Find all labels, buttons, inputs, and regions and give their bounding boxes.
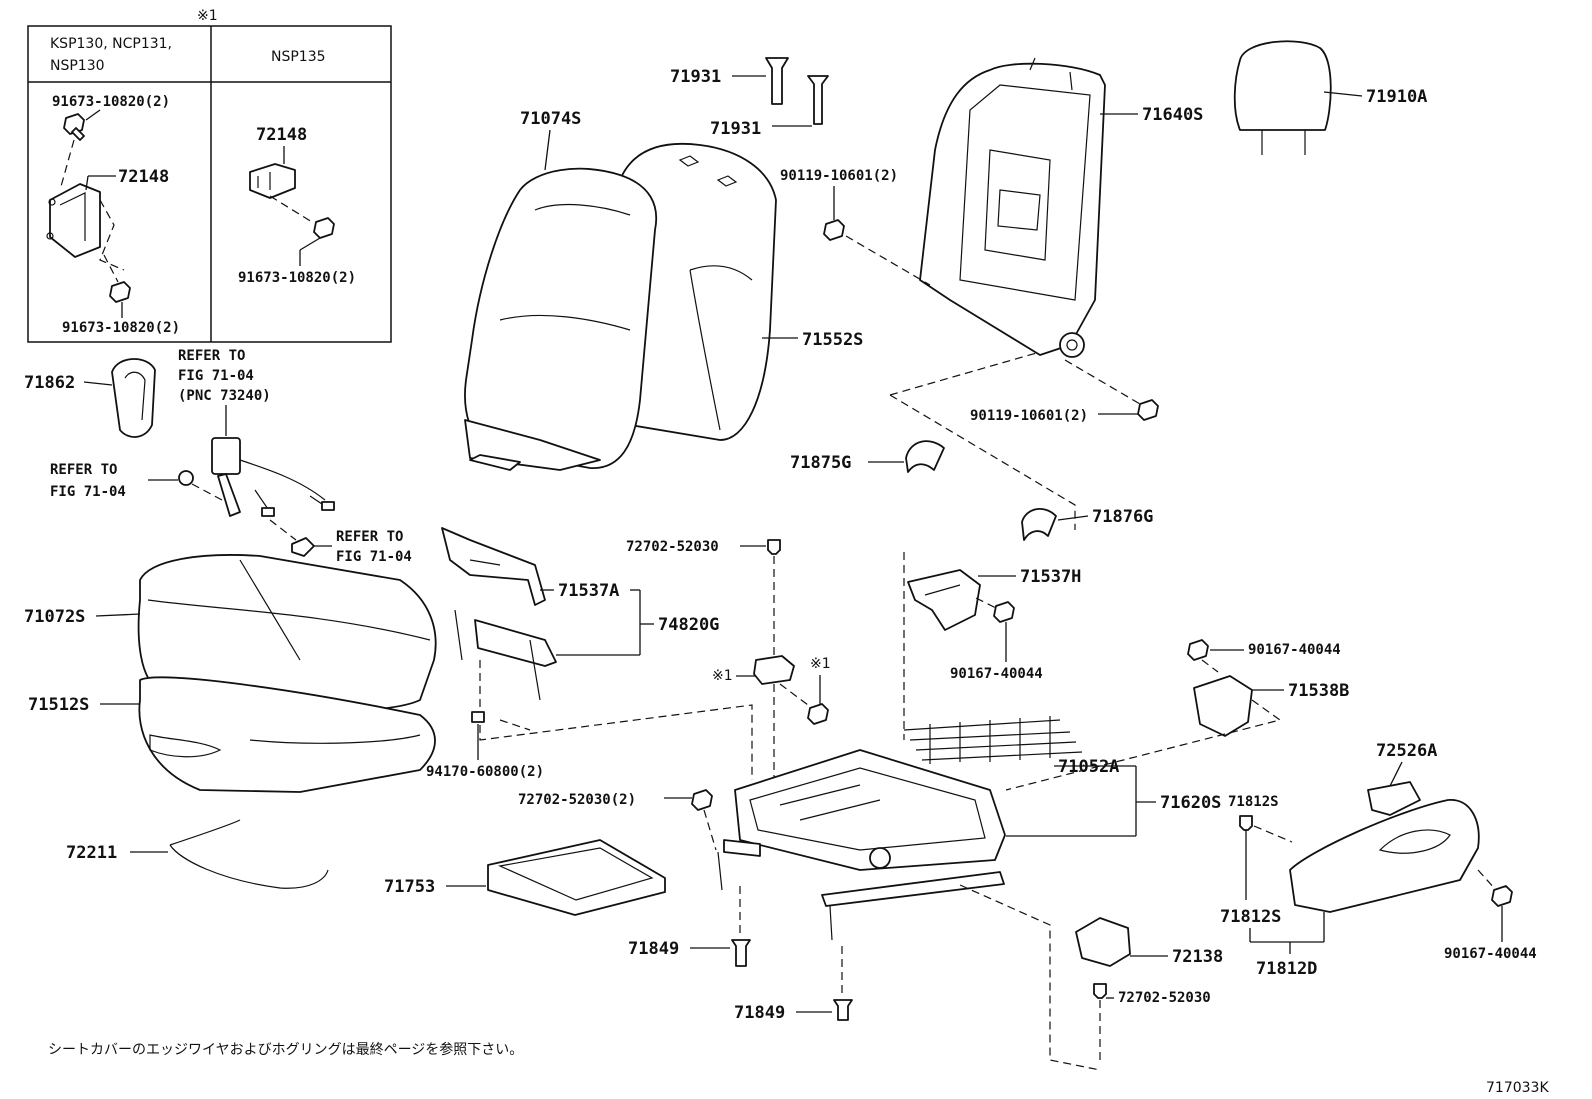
label-71862: 71862 — [24, 373, 75, 393]
label-90167-right-top: 90167-40044 — [1248, 642, 1341, 658]
label-71812D: 71812D — [1256, 959, 1317, 979]
grommet-icon — [178, 470, 194, 486]
bolt-icon — [1491, 885, 1513, 907]
bolt-icon — [1187, 639, 1209, 661]
seatback-cover — [464, 167, 658, 471]
seat-frame-track — [717, 749, 1006, 941]
inset-col1-header-line2: NSP130 — [50, 58, 105, 74]
label-72148-inset2: 72148 — [256, 125, 307, 145]
footer-note: シートカバーのエッジワイヤおよびホグリングは最終ページを参照下さい。 — [48, 1041, 523, 1058]
seatback-frame — [919, 57, 1106, 358]
seat-bracket-icon — [753, 655, 795, 685]
seat-bracket-icon — [46, 183, 101, 258]
label-71849-left: 71849 — [628, 939, 679, 959]
label-72211: 72211 — [66, 843, 117, 863]
label-72526A: 72526A — [1376, 741, 1437, 761]
label-71537H: 71537H — [1020, 567, 1081, 587]
label-71910A: 71910A — [1366, 87, 1427, 107]
label-72148-inset1: 72148 — [118, 167, 169, 187]
hinge-cover-icon — [905, 440, 1057, 541]
seat-bracket-icon — [249, 163, 296, 199]
label-71074S: 71074S — [520, 109, 581, 129]
label-71849-bottom: 71849 — [734, 1003, 785, 1023]
label-74820G: 74820G — [658, 615, 719, 635]
cover-bracket-icon — [454, 609, 557, 701]
figure-code: 717033K — [1486, 1080, 1549, 1096]
label-72702-top: 72702-52030 — [626, 539, 719, 555]
bolt-icon — [1093, 983, 1107, 999]
label-71875G: 71875G — [790, 453, 851, 473]
label-90167-mid: 90167-40044 — [950, 666, 1043, 682]
inset-col1-header-line1: KSP130, NCP131, — [50, 36, 172, 52]
trim-cover-icon — [111, 358, 156, 438]
side-panel-icon — [907, 569, 981, 631]
label-72702-pair: 72702-52030(2) — [518, 792, 636, 808]
bolt-icon — [767, 539, 781, 555]
star-marker-left: ※1 — [712, 668, 733, 684]
label-71620S: 71620S — [1160, 793, 1221, 813]
label-71753: 71753 — [384, 877, 435, 897]
inset-col2-header: NSP135 — [271, 49, 326, 65]
label-90119-top: 90119-10601(2) — [780, 168, 898, 184]
label-71931-bottom: 71931 — [710, 119, 761, 139]
label-90167-right: 90167-40044 — [1444, 946, 1537, 962]
label-91673-inset1-top: 91673-10820(2) — [52, 94, 170, 110]
label-94170: 94170-60800(2) — [426, 764, 544, 780]
label-71812S-top: 71812S — [1228, 794, 1279, 810]
seat-side-shield — [1289, 799, 1480, 913]
side-panel-icon — [1193, 675, 1253, 737]
seat-cushion-pad — [138, 676, 436, 793]
label-71552S: 71552S — [802, 330, 863, 350]
seatbelt-buckle-icon — [211, 437, 335, 517]
side-panel-icon — [441, 527, 546, 606]
trim-cover-icon — [1367, 781, 1421, 816]
label-90119-bottom: 90119-10601(2) — [970, 408, 1088, 424]
label-91673-inset1-bottom: 91673-10820(2) — [62, 320, 180, 336]
seat-cushion-cover — [137, 554, 437, 713]
ref-fig-line1: REFER TO — [178, 348, 245, 364]
inset-marker: ※1 — [197, 8, 218, 24]
ref-fig3-line1: REFER TO — [336, 529, 403, 545]
label-71052A: 71052A — [1058, 757, 1119, 777]
inset-table: ※1 KSP130, NCP131, NSP130 NSP135 91673-1… — [27, 8, 392, 343]
label-71512S: 71512S — [28, 695, 89, 715]
clip-icon — [471, 711, 485, 723]
storage-tray — [487, 839, 666, 916]
label-71931-top: 71931 — [670, 67, 721, 87]
pin-icon — [731, 939, 853, 1021]
bolt-icon — [109, 281, 131, 303]
bolt-icon — [691, 789, 713, 811]
bolt-icon — [807, 703, 829, 725]
headrest-support-icon — [765, 57, 829, 125]
wire-icon — [169, 819, 329, 889]
bolt-icon — [1239, 815, 1253, 831]
label-91673-inset2: 91673-10820(2) — [238, 270, 356, 286]
bolt-icon — [993, 601, 1015, 623]
ref-fig3-line2: FIG 71-04 — [336, 549, 412, 565]
ref-fig-line3: (PNC 73240) — [178, 388, 271, 404]
ref-fig2-line1: REFER TO — [50, 462, 117, 478]
label-72702-bottom: 72702-52030 — [1118, 990, 1211, 1006]
ref-fig-line2: FIG 71-04 — [178, 368, 254, 384]
trim-cover-icon — [1075, 917, 1131, 967]
label-71812S: 71812S — [1220, 907, 1281, 927]
label-71537A: 71537A — [558, 581, 619, 601]
star-marker-right: ※1 — [810, 656, 831, 672]
ref-fig2-line2: FIG 71-04 — [50, 484, 126, 500]
bolt-icon — [313, 217, 335, 239]
clip-icon — [291, 537, 315, 557]
bolt-icon — [823, 219, 1159, 421]
label-71640S: 71640S — [1142, 105, 1203, 125]
label-72138: 72138 — [1172, 947, 1223, 967]
bolt-icon — [63, 113, 85, 141]
label-71072S: 71072S — [24, 607, 85, 627]
label-71876G: 71876G — [1092, 507, 1153, 527]
label-71538B: 71538B — [1288, 681, 1349, 701]
seat-spring — [903, 716, 1083, 764]
headrest — [1233, 40, 1332, 155]
